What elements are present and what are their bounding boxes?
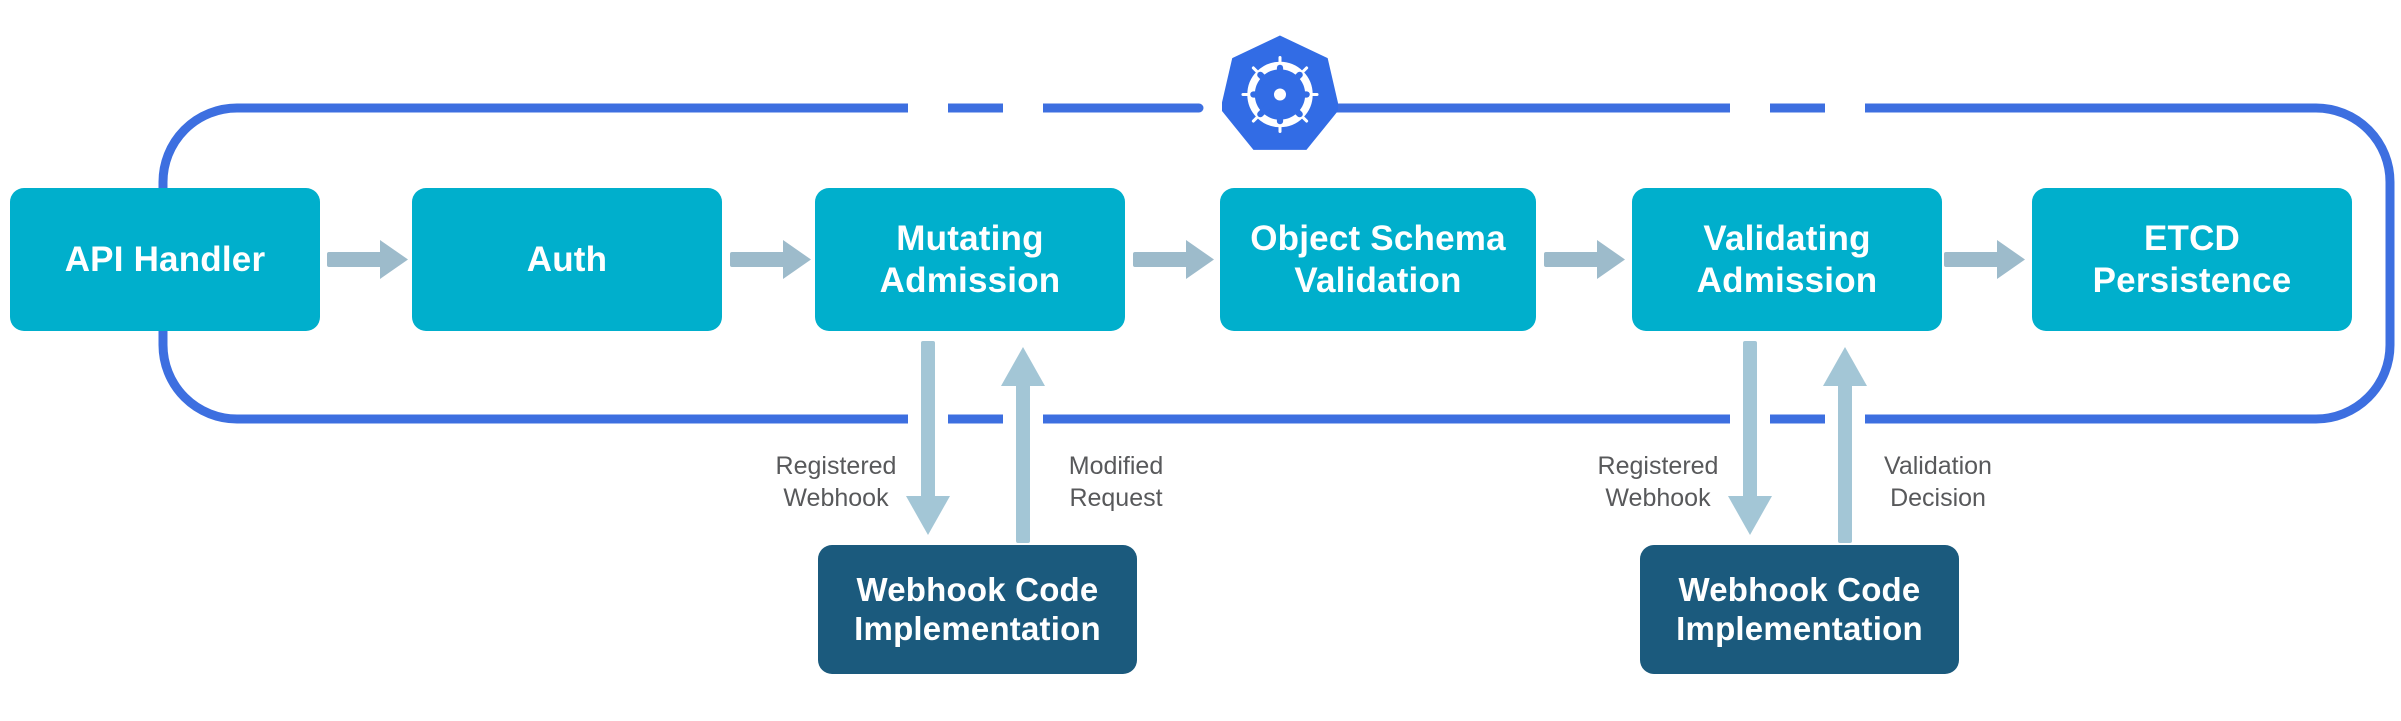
node-mutating-admission[interactable]: Mutating Admission [815,188,1125,331]
node-etcd-persistence[interactable]: ETCD Persistence [2032,188,2352,331]
node-webhook-mutating[interactable]: Webhook Code Implementation [818,545,1137,674]
label-registered-webhook-validating: Registered Webhook [1597,452,1719,512]
node-validating-admission-label: Validating Admission [1696,219,1878,300]
node-api-handler[interactable]: API Handler [10,188,320,331]
node-mutating-admission-label: Mutating Admission [879,219,1061,300]
node-auth[interactable]: Auth [412,188,722,331]
node-api-handler-label: API Handler [64,239,266,279]
node-validating-admission[interactable]: Validating Admission [1632,188,1942,331]
pipeline-arrow-group [327,240,2025,279]
api-server-boundary [158,103,2395,424]
node-webhook-mutating-label: Webhook Code Implementation [854,570,1101,647]
node-webhook-validating-label: Webhook Code Implementation [1676,570,1923,647]
vertical-arrow-group [906,341,1867,543]
arrow-mutating-to-webhook [906,341,950,535]
node-object-schema-validation[interactable]: Object Schema Validation [1220,188,1536,331]
arrow-mutating-admission-to-object-schema-validation [1133,240,1214,279]
arrow-webhook-to-mutating [1001,347,1045,543]
arrow-webhook-to-validating [1823,347,1867,543]
arrow-validating-admission-to-etcd-persistence [1944,240,2025,279]
arrow-object-schema-validation-to-validating-admission [1544,240,1625,279]
label-modified-request: Modified Request [1068,452,1164,512]
node-etcd-persistence-label: ETCD Persistence [2092,219,2292,300]
arrow-api-handler-to-auth [327,240,408,279]
node-webhook-validating[interactable]: Webhook Code Implementation [1640,545,1959,674]
kubernetes-logo [1220,32,1340,157]
arrow-auth-to-mutating-admission [730,240,811,279]
label-registered-webhook-mutating: Registered Webhook [775,452,897,512]
label-validation-decision: Validation Decision [1884,452,1992,512]
node-auth-label: Auth [526,239,608,279]
arrow-validating-to-webhook [1728,341,1772,535]
node-object-schema-validation-label: Object Schema Validation [1250,219,1506,300]
